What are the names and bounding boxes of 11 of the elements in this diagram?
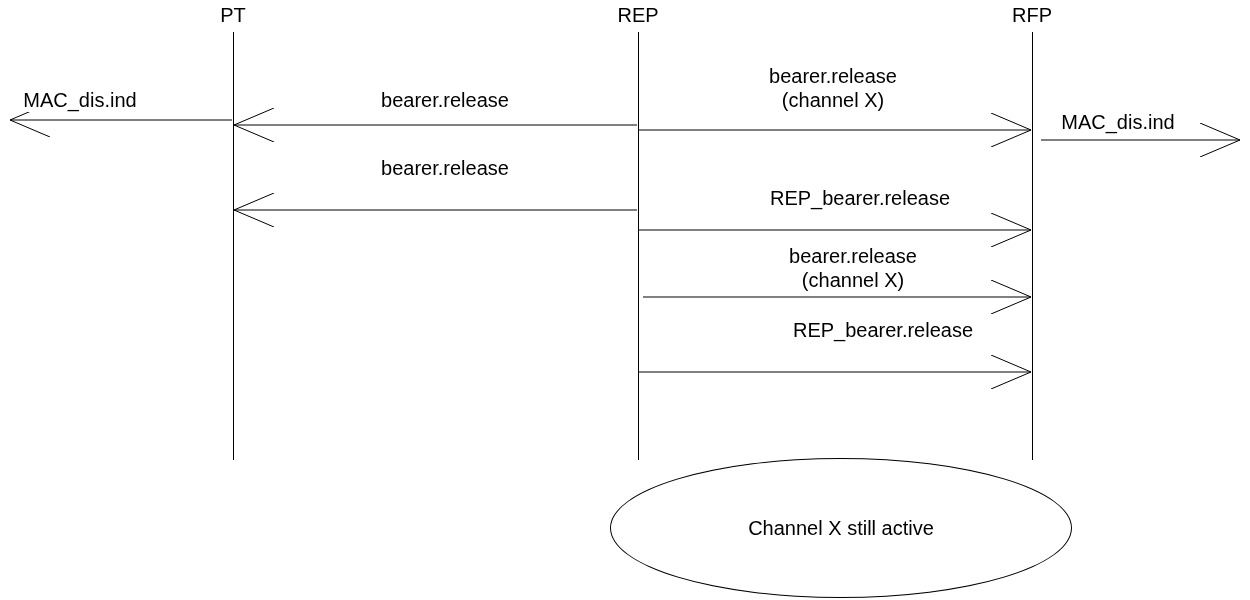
message-arrow xyxy=(233,192,638,228)
message-arrow xyxy=(233,107,638,143)
message-arrow xyxy=(638,112,1032,148)
lifeline-label: RFP xyxy=(1012,4,1052,27)
message-arrow xyxy=(638,354,1032,390)
message-arrow xyxy=(1040,122,1241,158)
lifeline-label: REP xyxy=(617,4,659,27)
lifeline-label: PT xyxy=(220,4,246,27)
message-arrow xyxy=(642,279,1032,315)
message-arrow xyxy=(638,212,1032,248)
note-text: Channel X still active xyxy=(748,516,934,540)
